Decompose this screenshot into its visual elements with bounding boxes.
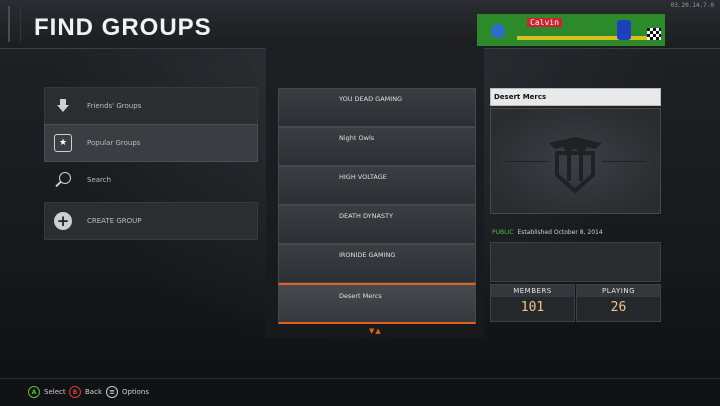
options-label: Options [122, 388, 150, 396]
nav-create-group[interactable]: + CREATE GROUP [44, 202, 258, 240]
select-label: Select [44, 388, 66, 396]
nav-label: Popular Groups [87, 139, 141, 147]
group-list-item[interactable]: Night Owls [278, 127, 476, 166]
nav-friends-groups[interactable]: Friends' Groups [44, 87, 258, 125]
checkered-flag-icon [647, 28, 661, 40]
plus-circle-icon-wrap: + [45, 203, 81, 239]
visibility-label: PUBLIC [492, 229, 514, 236]
scroll-indicator-icon[interactable]: ▼▲ [369, 327, 382, 335]
star-badge-icon-wrap: ★ [45, 125, 81, 161]
playing-stat: PLAYING 26 [576, 284, 661, 322]
back-label: Back [85, 388, 102, 396]
b-button-icon: B [69, 386, 81, 398]
group-emblem [490, 108, 661, 214]
group-name: HIGH VOLTAGE [339, 173, 387, 181]
group-list-item[interactable]: HIGH VOLTAGE [278, 166, 476, 205]
nav-label: Friends' Groups [87, 102, 142, 110]
eagle-shield-icon [549, 137, 602, 194]
group-list-item-selected[interactable]: Desert Mercs [278, 283, 476, 324]
back-hint[interactable]: B Back [69, 386, 102, 398]
playing-label: PLAYING [577, 285, 660, 297]
a-button-icon: A [28, 386, 40, 398]
selected-group-name: Desert Mercs [490, 88, 661, 106]
nav-popular-groups[interactable]: ★ Popular Groups [44, 124, 258, 162]
banner-creature-icon [491, 24, 505, 38]
menu-button-icon: ≡ [106, 386, 118, 398]
group-description-box [490, 242, 661, 282]
header-bar: FIND GROUPS 03.20.14.7.0 Calvin [0, 0, 720, 49]
nav-search[interactable]: Search [44, 161, 258, 199]
established-date: Established October 8, 2014 [517, 229, 603, 236]
members-value: 101 [520, 300, 545, 315]
group-name: YOU DEAD GAMING [339, 95, 403, 103]
header-accent [8, 6, 21, 42]
search-icon-wrap [45, 162, 81, 198]
player-name: Calvin [527, 18, 562, 27]
star-badge-icon: ★ [54, 134, 72, 152]
footer-bar: A Select B Back ≡ Options [0, 378, 720, 406]
members-stat: MEMBERS 101 [490, 284, 575, 322]
nav-label: Search [87, 176, 112, 184]
nav-label: CREATE GROUP [87, 217, 142, 225]
options-hint[interactable]: ≡ Options [106, 386, 149, 398]
playing-value: 26 [610, 300, 627, 315]
download-arrow-icon [45, 88, 81, 124]
members-label: MEMBERS [491, 285, 574, 297]
group-name: Night Owls [339, 134, 375, 142]
search-icon [55, 172, 71, 188]
banner-rail [517, 36, 657, 40]
group-list-item[interactable]: DEATH DYNASTY [278, 205, 476, 244]
group-list-item[interactable]: IRONIDE GAMING [278, 244, 476, 283]
emblem-line-right [602, 161, 646, 162]
select-hint[interactable]: A Select [28, 386, 66, 398]
version-label: 03.20.14.7.0 [670, 2, 714, 9]
group-name: DEATH DYNASTY [339, 212, 393, 220]
emblem-line-left [505, 161, 549, 162]
group-name: Desert Mercs [339, 292, 382, 300]
plus-circle-icon: + [54, 212, 72, 230]
banner-figure-icon [617, 20, 631, 40]
page-title: FIND GROUPS [34, 14, 212, 41]
player-banner: Calvin [477, 14, 665, 46]
group-name: IRONIDE GAMING [339, 251, 396, 259]
group-list-item[interactable]: YOU DEAD GAMING [278, 88, 476, 127]
